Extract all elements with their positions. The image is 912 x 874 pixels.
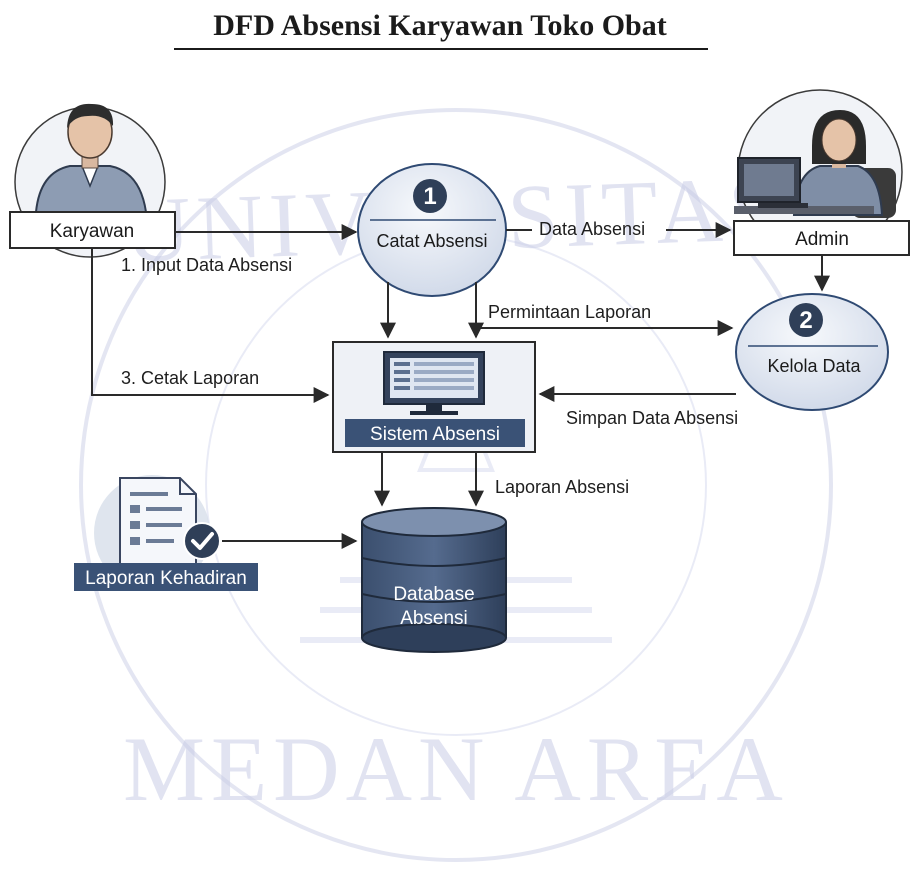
database-absensi: Database Absensi <box>361 507 507 653</box>
flow-simpan-label: Simpan Data Absensi <box>566 408 738 428</box>
karyawan-entity-label: Karyawan <box>50 221 135 242</box>
watermark-bottom-text: MEDAN AREA <box>123 718 789 820</box>
flow-laporan-absensi-label: Laporan Absensi <box>495 477 629 497</box>
admin-illustration <box>734 89 903 255</box>
flow-cetak-label: 3. Cetak Laporan <box>121 368 259 388</box>
flow-input-label: 1. Input Data Absensi <box>121 255 292 275</box>
flow-cetak-laporan <box>91 248 330 403</box>
process-1-number: 1 <box>423 183 436 210</box>
database-label-line2: Absensi <box>400 608 468 629</box>
laporan-kehadiran-banner <box>74 563 258 591</box>
process-1-label: Catat Absensi <box>376 231 487 251</box>
database-label-line1: Database <box>393 584 474 605</box>
flow-permintaan-label: Permintaan Laporan <box>488 302 651 322</box>
karyawan-entity-box <box>9 211 176 249</box>
admin-entity-label: Admin <box>795 229 849 250</box>
monitor-icon <box>383 351 485 415</box>
flow-data-absensi-label: Data Absensi <box>539 219 645 239</box>
process-2-number: 2 <box>799 307 812 334</box>
process-catat-absensi: 1 Catat Absensi <box>357 163 507 297</box>
sistem-absensi-box: Sistem Absensi <box>332 341 536 453</box>
laporan-kehadiran-label: Laporan Kehadiran <box>85 568 247 589</box>
laporan-kehadiran: Laporan Kehadiran <box>74 475 258 591</box>
page-title: DFD Absensi Karyawan Toko Obat <box>213 9 666 42</box>
process-kelola-data: 2 Kelola Data <box>735 293 889 411</box>
sistem-absensi-label: Sistem Absensi <box>370 424 500 445</box>
sistem-absensi-banner <box>345 419 525 447</box>
process-2-label: Kelola Data <box>767 356 861 376</box>
check-badge-icon <box>183 522 221 560</box>
